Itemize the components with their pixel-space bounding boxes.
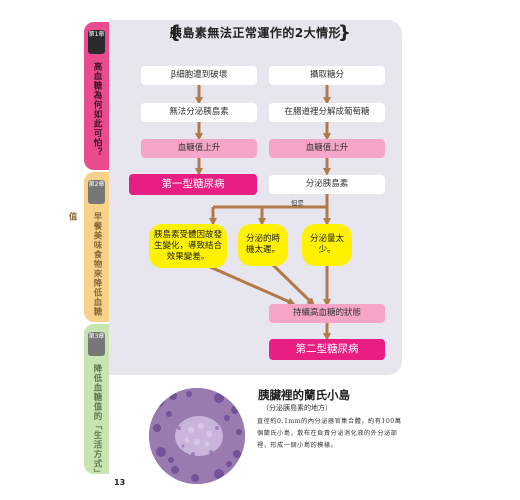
islet-micrograph-image <box>149 388 245 484</box>
box-beta-cells-destroyed: β細胞遭到破壞 <box>141 66 257 85</box>
box-type2-diabetes: 第二型糖尿病 <box>269 339 385 360</box>
islet-description: 直徑約0.1mm的內分泌器官集合體，約有100萬個蘭氏小島，散布在負責分泌消化液… <box>257 418 402 449</box>
box-insulin-secreted: 分泌胰島素 <box>269 175 385 194</box>
chapter-chip-2: 第2章 <box>88 180 105 204</box>
arrow-converge-1 <box>207 264 296 306</box>
box-digest-glucose: 在腸道裡分解成葡萄糖 <box>269 103 385 122</box>
reason-timing-late: 分泌的時機太遲。 <box>238 224 288 266</box>
chapter-tab-3-label: 降低血糖值的「生活方式」 <box>92 364 102 478</box>
box-type1-diabetes: 第一型糖尿病 <box>129 174 257 195</box>
arrow-converge-2 <box>270 262 315 306</box>
islet-heading: 胰臟裡的蘭氏小島 <box>258 388 350 402</box>
page-number: 13 <box>114 478 126 487</box>
chapter-tab-1[interactable]: 第1章 高血糖為何如此可怕？ <box>84 22 109 170</box>
but-note: 但是 <box>291 199 304 207</box>
reason-amount-low: 分泌量太少。 <box>302 224 352 266</box>
box-sugar-intake: 攝取糖分 <box>269 66 385 85</box>
title-brace-right: } <box>338 22 351 43</box>
title-brace-left: { <box>168 22 181 43</box>
box-persistent-high-blood-sugar: 持續高血糖的狀態 <box>269 304 385 323</box>
islet-subheading: （分泌胰島素的地方） <box>262 404 332 412</box>
chapter-chip-3: 第3章 <box>88 332 105 356</box>
chapter-tab-2-label: 早餐美味食物來降低血糖值 <box>67 212 102 317</box>
box-blood-sugar-rise-left: 血糖值上升 <box>141 139 257 158</box>
chapter-tab-3[interactable]: 第3章 降低血糖值的「生活方式」 <box>84 324 109 478</box>
chapter-tab-1-label: 高血糖為何如此可怕？ <box>92 62 102 157</box>
box-blood-sugar-rise-right: 血糖值上升 <box>269 139 385 158</box>
reason-receptor-change: 胰島素受體因故發生變化，導致結合效果變差。 <box>149 224 227 268</box>
box-no-insulin-secretion: 無法分泌胰島素 <box>141 103 257 122</box>
chapter-chip-1: 第1章 <box>88 30 105 54</box>
chapter-tab-2[interactable]: 第2章 早餐美味食物來降低血糖值 <box>67 172 109 322</box>
diagram-title: 胰島素無法正常運作的2大情形 <box>169 26 342 40</box>
